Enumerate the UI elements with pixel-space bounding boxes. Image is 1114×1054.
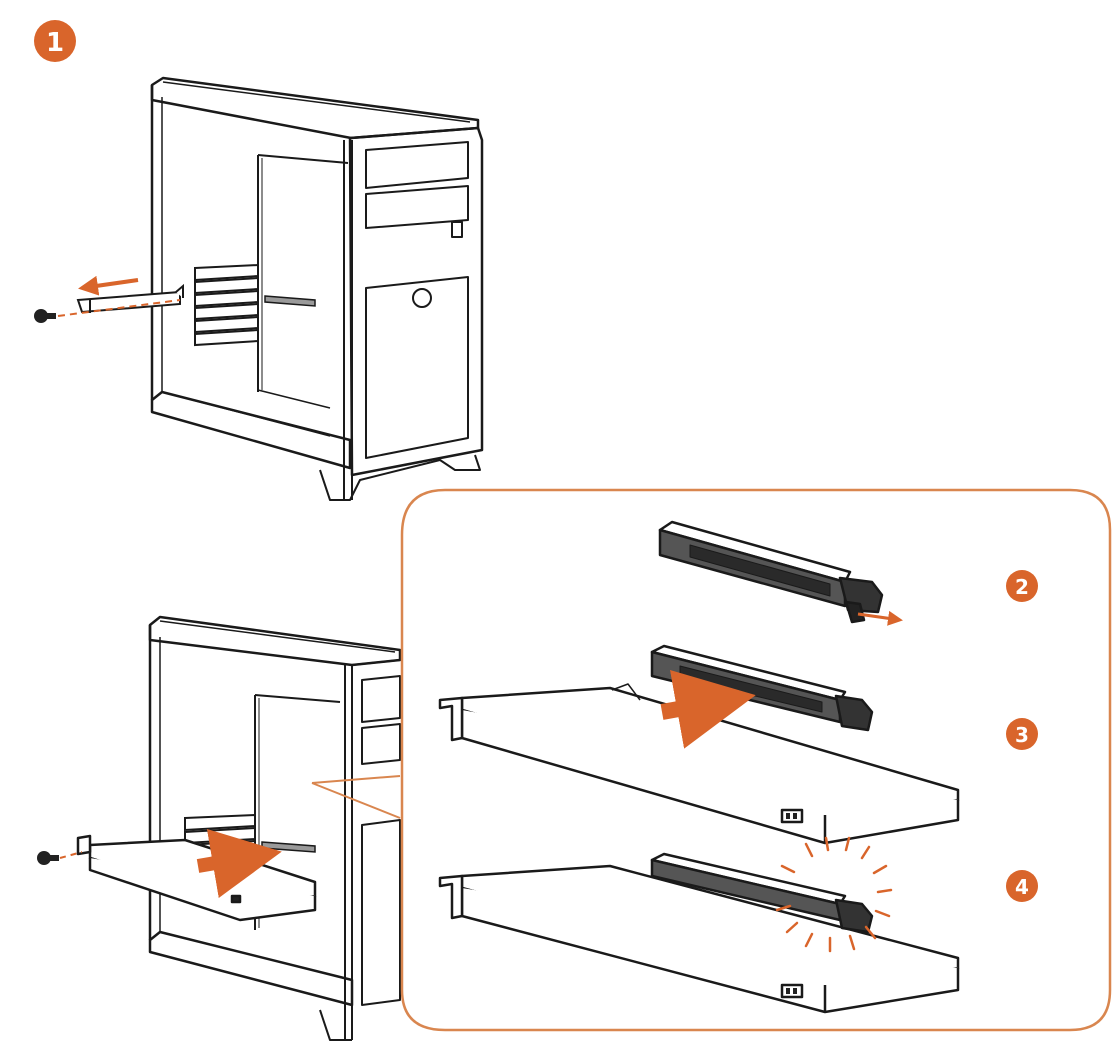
pcie-slot-step4 bbox=[650, 852, 874, 934]
screw-icon bbox=[37, 851, 59, 865]
graphics-card-step3 bbox=[438, 683, 960, 845]
screw-path-line-lower bbox=[59, 851, 83, 859]
expansion-slots bbox=[194, 263, 259, 347]
slot-cover bbox=[76, 283, 184, 314]
pcie-slot bbox=[264, 295, 316, 307]
release-latch-icon bbox=[857, 610, 903, 626]
step-number-2: 2 bbox=[1015, 575, 1029, 599]
step-badge-3: 3 bbox=[1006, 718, 1038, 750]
arrow-left-icon bbox=[78, 275, 139, 296]
step-number-3: 3 bbox=[1015, 723, 1029, 747]
arrow-right-icon bbox=[660, 669, 756, 749]
step-number-4: 4 bbox=[1015, 875, 1029, 899]
case-top bbox=[150, 76, 484, 501]
step-badge-4: 4 bbox=[1006, 870, 1038, 902]
step-badge-1: 1 bbox=[34, 20, 76, 62]
screw-icon bbox=[34, 309, 56, 323]
arrow-right-icon bbox=[196, 828, 282, 898]
pcie-slot-lower bbox=[261, 841, 316, 853]
step-number-1: 1 bbox=[46, 28, 64, 58]
step-badge-2: 2 bbox=[1006, 570, 1038, 602]
screw-path-line bbox=[57, 299, 181, 317]
graphics-card-step4 bbox=[438, 864, 960, 1014]
pcie-slot-release bbox=[658, 520, 884, 624]
callout-connector bbox=[311, 775, 401, 819]
click-burst-icon bbox=[775, 836, 893, 953]
